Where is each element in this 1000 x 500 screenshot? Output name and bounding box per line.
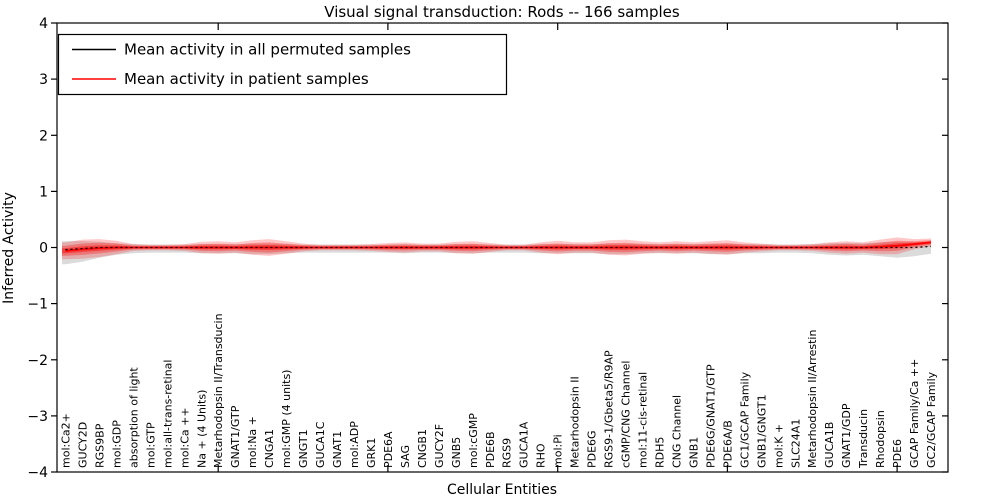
y-tick-label: 0 [39, 241, 48, 257]
x-tick-label: CNGA1 [263, 429, 276, 468]
x-tick-label: GNAT1 [331, 431, 344, 468]
x-tick-label: mol:Ca2+ [60, 413, 73, 468]
x-tick-label: mol:GDP [110, 420, 123, 468]
x-tick-label: GUCA1B [823, 422, 836, 468]
x-tick-label: GC1/GCAP Family [738, 371, 751, 468]
x-tick-label: GRK1 [365, 438, 378, 468]
x-tick-label: Transducin [857, 409, 870, 469]
x-tick-label: mol:GTP [144, 422, 157, 468]
legend-box [57, 33, 508, 96]
x-tick-label: mol:Ca ++ [178, 407, 191, 468]
legend-label-permuted: Mean activity in all permuted samples [124, 41, 411, 59]
y-tick-label: −3 [27, 409, 48, 425]
x-tick-label: Metarhodopsin II/Arrestin [806, 330, 819, 468]
x-tick-label: SLC24A1 [789, 419, 802, 468]
x-tick-label: RDH5 [654, 437, 667, 468]
x-tick-label: mol:K + [772, 424, 785, 468]
x-tick-label: GNGT1 [297, 429, 310, 468]
x-tick-label: Rhodopsin [874, 410, 887, 468]
chart-title: Visual signal transduction: Rods -- 166 … [324, 3, 680, 21]
x-tick-label: RHO [535, 443, 548, 468]
x-tick-label: Metarhodopsin II/Transducin [212, 313, 225, 468]
y-tick-label: −2 [27, 353, 48, 369]
y-tick-label: 3 [39, 72, 48, 88]
legend-label-patient: Mean activity in patient samples [124, 70, 369, 88]
x-tick-label: PDE6G [586, 430, 599, 468]
x-tick-label: mol:GMP (4 units) [280, 370, 293, 468]
x-tick-label: cGMP/CNG Channel [620, 361, 633, 469]
x-tick-label: GUCY2D [77, 422, 90, 468]
x-tick-label: PDE6A/B [721, 420, 734, 468]
band-layer [62, 237, 931, 265]
x-tick-label: PDE6 [891, 439, 904, 468]
y-tick-label: 4 [39, 16, 48, 32]
y-tick-label: −1 [27, 297, 48, 313]
x-tick-label: GC2/GCAP Family [925, 371, 938, 468]
x-tick-label: mol:Na + [246, 416, 259, 468]
x-tick-label: mol:11-cis-retinal [637, 372, 650, 468]
x-tick-label: GNB5 [450, 437, 463, 468]
x-tick-label: PDE6G/GNAT1/GTP [704, 364, 717, 468]
x-tick-label: mol:ADP [348, 421, 361, 468]
x-tick-label: PDE6B [484, 431, 497, 468]
y-axis-label: Inferred Activity [1, 192, 17, 304]
x-tick-label: RGS9BP [93, 423, 106, 468]
x-tick-label: mol:all-trans-retinal [161, 360, 174, 468]
x-tick-label: GUCA1C [314, 421, 327, 468]
x-tick-label: mol:cGMP [467, 413, 480, 468]
x-tick-label: GUCY2F [433, 424, 446, 468]
x-tick-label: GUCA1A [518, 421, 531, 468]
x-tick-label: SAG [399, 445, 412, 468]
x-tick-label: Metarhodopsin II [569, 376, 582, 468]
x-tick-label: PDE6A [382, 431, 395, 468]
x-tick-label: CNG Channel [671, 395, 684, 468]
x-tick-label: GNAT1/GTP [229, 405, 242, 468]
x-tick-label: RGS9-1/Gbeta5/R9AP [603, 350, 616, 468]
line-layer [65, 241, 932, 252]
permuted-mean-line [65, 245, 932, 251]
x-tick-label: CNGB1 [416, 429, 429, 468]
x-tick-label: GCAP Family/Ca ++ [908, 359, 921, 468]
legend: Mean activity in all permuted samples Me… [57, 33, 508, 96]
y-tick-label: 2 [39, 128, 48, 144]
x-tick-label: absorption of light [127, 367, 140, 468]
x-tick-label: GNAT1/GDP [840, 403, 853, 468]
x-axis-label: Cellular Entities [447, 482, 557, 498]
y-tick-label: −4 [27, 465, 48, 481]
y-tick-label: 1 [39, 184, 48, 200]
x-tick-label: GNB1 [687, 437, 700, 468]
x-tick-label: GNB1/GNGT1 [755, 394, 768, 468]
x-tick-label: RGS9 [501, 438, 514, 468]
x-tick-label: mol:Pi [552, 434, 565, 468]
x-tick-label: Na + (4 Units) [195, 390, 208, 468]
